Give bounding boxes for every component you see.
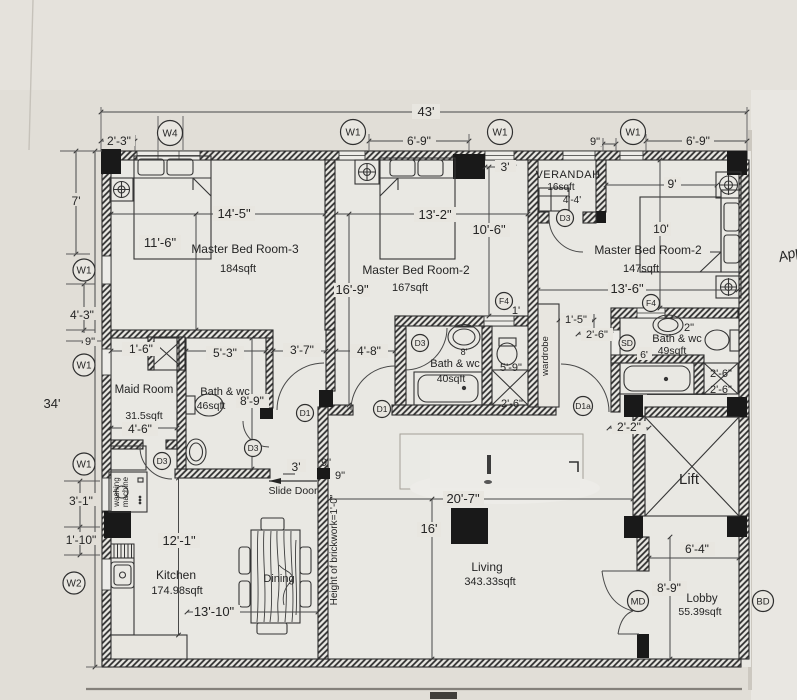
svg-text:16sqft: 16sqft [547,182,574,193]
svg-text:washing: washing [112,477,121,507]
svg-text:34': 34' [44,396,61,411]
svg-text:VERANDAH: VERANDAH [535,169,600,181]
svg-text:13'-2": 13'-2" [418,207,452,222]
svg-text:W1: W1 [77,266,92,277]
svg-text:6'-9": 6'-9" [686,134,710,148]
svg-text:BD: BD [756,597,769,608]
svg-text:6': 6' [640,349,648,361]
svg-text:Master Bed Room-2: Master Bed Room-2 [594,243,702,257]
svg-text:11'-6": 11'-6" [144,235,177,250]
svg-text:D1: D1 [300,408,311,418]
svg-text:4'-8": 4'-8" [357,344,381,358]
svg-text:5'-3": 5'-3" [213,346,237,360]
svg-text:4'-6": 4'-6" [128,422,152,436]
svg-text:2'-6": 2'-6" [586,329,608,341]
svg-text:3'-1": 3'-1" [69,494,93,508]
svg-text:Kitchen: Kitchen [156,568,196,582]
svg-text:40sqft: 40sqft [437,373,466,385]
svg-text:D1a: D1a [575,401,591,411]
svg-text:6'-4": 6'-4" [685,542,709,556]
svg-text:Lobby: Lobby [686,593,718,605]
svg-text:F4: F4 [646,298,656,308]
svg-text:Dining: Dining [263,573,294,585]
svg-text:16': 16' [421,521,438,536]
svg-text:D1: D1 [377,404,388,414]
svg-text:12'-1": 12'-1" [162,533,196,548]
svg-text:W4: W4 [163,129,178,140]
svg-text:20'-7": 20'-7" [446,491,480,506]
svg-text:16'-9": 16'-9" [335,282,369,297]
svg-text:2'-6": 2'-6" [710,368,732,380]
svg-text:Maid Room: Maid Room [115,384,174,396]
svg-text:43': 43' [418,104,435,119]
svg-text:31.5sqft: 31.5sqft [125,410,162,422]
svg-text:2'-2": 2'-2" [617,420,641,434]
svg-text:7': 7' [72,194,81,208]
svg-text:3': 3' [501,160,510,174]
svg-text:2'-6": 2'-6" [710,384,732,396]
svg-text:10'-6": 10'-6" [472,222,506,237]
svg-text:10': 10' [653,222,669,236]
svg-text:9": 9" [321,457,331,469]
svg-text:5'-9": 5'-9" [500,362,522,374]
svg-text:Height of brickwork=1'-0": Height of brickwork=1'-0" [329,494,340,605]
svg-text:8': 8' [461,347,468,357]
svg-text:2": 2" [684,322,694,334]
svg-text:W1: W1 [493,128,508,139]
svg-text:1'-6": 1'-6" [129,342,153,356]
svg-text:W1: W1 [346,128,361,139]
svg-text:3'-7": 3'-7" [290,343,314,357]
svg-text:49sqft: 49sqft [658,345,687,357]
svg-text:Slide Door: Slide Door [268,485,318,497]
svg-text:8'-9": 8'-9" [240,394,264,408]
svg-text:147sqft: 147sqft [623,263,659,275]
svg-text:W1: W1 [77,460,92,471]
svg-text:Living: Living [471,560,502,574]
svg-text:Lift: Lift [679,471,700,488]
svg-text:App: App [775,242,797,265]
svg-text:184sqft: 184sqft [220,263,256,275]
svg-text:14'-5": 14'-5" [217,206,251,221]
svg-text:4'-4': 4'-4' [563,195,581,206]
svg-text:9': 9' [668,177,677,191]
svg-text:D3: D3 [157,456,168,466]
svg-text:1': 1' [512,305,520,317]
svg-text:343.33sqft: 343.33sqft [464,576,515,588]
svg-text:SD: SD [621,338,633,348]
svg-text:4'-3": 4'-3" [70,308,94,322]
svg-text:machine: machine [121,476,130,507]
svg-text:Bath & wc: Bath & wc [200,386,250,398]
svg-text:F4: F4 [499,296,509,306]
svg-text:174.98sqft: 174.98sqft [151,585,202,597]
svg-text:46sqft: 46sqft [197,400,226,412]
svg-text:MD: MD [631,597,646,608]
svg-text:Master Bed Room-3: Master Bed Room-3 [191,242,299,256]
svg-text:W1: W1 [626,128,641,139]
svg-text:9": 9" [590,136,600,148]
svg-text:13'-10": 13'-10" [194,604,235,619]
svg-text:55.39sqft: 55.39sqft [678,606,721,618]
svg-text:D3: D3 [248,443,259,453]
svg-text:2'-3": 2'-3" [107,134,131,148]
svg-text:3': 3' [292,460,301,474]
svg-text:Bath & wc: Bath & wc [652,333,702,345]
svg-text:8'-9": 8'-9" [657,581,681,595]
svg-text:2'-6": 2'-6" [501,398,523,410]
svg-text:9": 9" [85,336,95,348]
svg-text:W1: W1 [77,361,92,372]
svg-text:6'-9": 6'-9" [407,134,431,148]
svg-text:D3: D3 [415,338,426,348]
svg-text:9": 9" [335,470,345,482]
svg-text:W2: W2 [67,579,82,590]
svg-text:D3: D3 [560,213,571,223]
svg-text:1'-10": 1'-10" [66,533,97,547]
svg-text:1'-5": 1'-5" [565,314,587,326]
svg-text:Bath & wc: Bath & wc [430,358,480,370]
svg-text:Master Bed Room-2: Master Bed Room-2 [362,263,470,277]
svg-text:167sqft: 167sqft [392,282,428,294]
svg-text:13'-6": 13'-6" [610,281,644,296]
svg-text:wardrobe: wardrobe [540,336,551,377]
